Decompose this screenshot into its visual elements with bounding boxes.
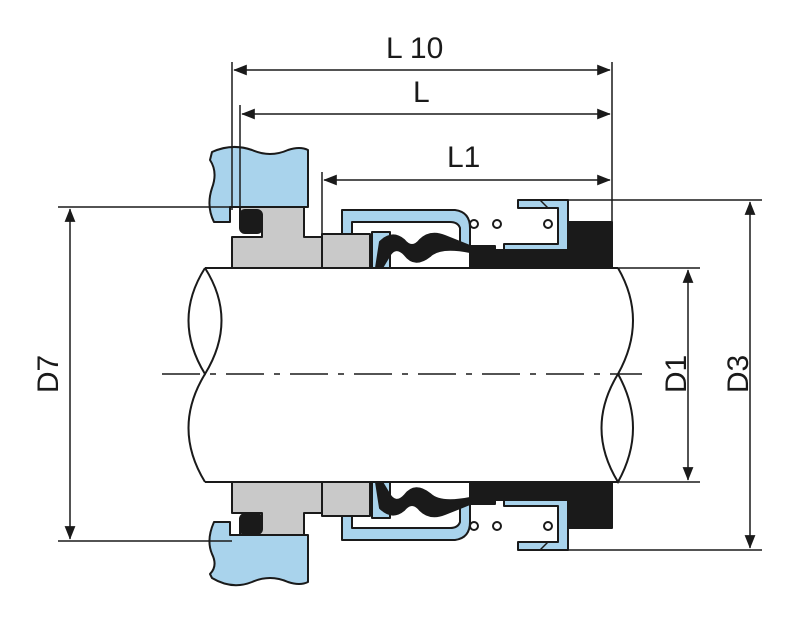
dimension-label-d3: D3 xyxy=(722,355,755,393)
dimension-label-l: L xyxy=(413,76,430,109)
dimension-l xyxy=(239,105,611,212)
spring-coil-bottom-1 xyxy=(469,521,479,531)
spring-coil-bottom-3 xyxy=(543,521,553,531)
shaft xyxy=(162,267,642,484)
seal-face-top xyxy=(321,233,371,269)
shaft-break-left-lower xyxy=(187,373,206,483)
seat-oring-bottom xyxy=(239,513,263,535)
retainer-top xyxy=(341,209,471,251)
spring-coil-top-1 xyxy=(469,219,479,229)
spring-coil-bottom-2 xyxy=(492,521,502,531)
shaft-break-right-upper xyxy=(617,267,634,375)
dimension-label-d7: D7 xyxy=(32,355,65,393)
seal-assembly-top xyxy=(208,146,613,269)
dimension-label-l10: L 10 xyxy=(386,32,443,65)
dimension-d1 xyxy=(618,267,700,483)
dimension-l1 xyxy=(321,172,611,234)
spring-coil-top-2 xyxy=(492,219,502,229)
housing-bottom xyxy=(208,521,309,587)
dimension-d7 xyxy=(58,206,232,542)
seal-face-bottom xyxy=(321,481,371,517)
dimension-d3 xyxy=(568,199,762,551)
dimension-label-d1: D1 xyxy=(660,355,693,393)
retainer-bottom xyxy=(341,499,471,541)
spring-coil-top-3 xyxy=(543,219,553,229)
seal-assembly-bottom xyxy=(208,481,613,587)
housing-top xyxy=(208,146,309,223)
rear-retainer-top xyxy=(503,199,569,251)
dimension-label-l1: L1 xyxy=(447,141,480,174)
dimension-l10 xyxy=(231,62,613,222)
seat-oring-top xyxy=(239,209,263,234)
rear-retainer-bottom xyxy=(503,499,569,551)
